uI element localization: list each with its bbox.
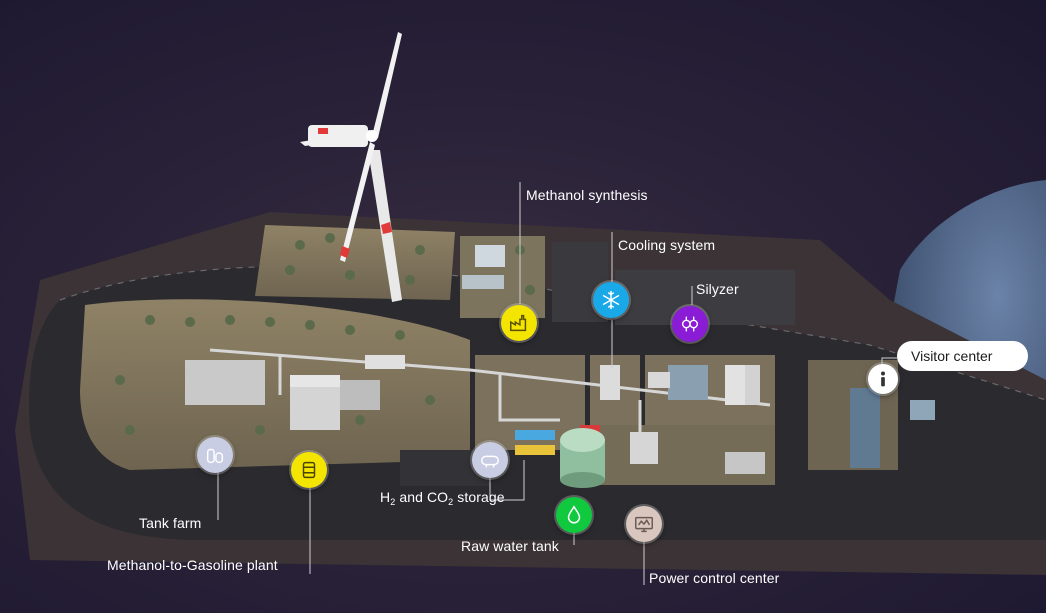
electrolyzer-icon <box>681 316 699 332</box>
silyzer-marker[interactable] <box>672 306 708 342</box>
cooling-system-label: Cooling system <box>618 237 716 253</box>
mtg-plant-marker[interactable] <box>291 452 327 488</box>
raw-water-tank-label: Raw water tank <box>461 538 559 554</box>
water-drop-icon <box>567 505 581 524</box>
raw-water-tank-structure <box>560 428 605 488</box>
power-control-center-marker[interactable] <box>626 506 662 542</box>
storage-label-sub2: 2 <box>448 497 454 507</box>
tank-farm-marker[interactable] <box>197 437 233 473</box>
methanol-synthesis-label: Methanol synthesis <box>526 187 648 203</box>
storage-label-h: H <box>380 489 391 505</box>
mtg-plant-label: Methanol-to-Gasoline plant <box>107 557 278 573</box>
snowflake-icon <box>602 290 620 310</box>
storage-label-and: and CO <box>395 489 449 505</box>
visitor-center-label[interactable]: Visitor center <box>897 341 1028 371</box>
storage-marker[interactable] <box>472 442 508 478</box>
factory-icon <box>510 314 527 332</box>
cooling-system-marker[interactable] <box>593 282 629 318</box>
storage-label-sub1: 2 <box>390 497 396 507</box>
storage-label-tail: storage <box>453 489 505 505</box>
info-icon <box>880 371 886 387</box>
raw-water-tank-marker[interactable] <box>556 497 592 533</box>
wind-turbine <box>300 32 402 302</box>
monitor-icon <box>635 516 653 533</box>
tanks-icon <box>206 448 224 464</box>
storage-label: H2 and CO2 storage <box>380 489 505 507</box>
gas-cylinder-icon <box>481 455 499 468</box>
visitor-center-marker[interactable] <box>868 364 898 394</box>
tank-farm-label: Tank farm <box>139 515 202 531</box>
power-control-center-label: Power control center <box>649 570 780 586</box>
methanol-synthesis-marker[interactable] <box>501 305 537 341</box>
silyzer-label: Silyzer <box>696 281 739 297</box>
main-field <box>80 299 470 470</box>
fuel-barrel-icon <box>302 461 316 479</box>
upper-terrain <box>255 225 455 300</box>
